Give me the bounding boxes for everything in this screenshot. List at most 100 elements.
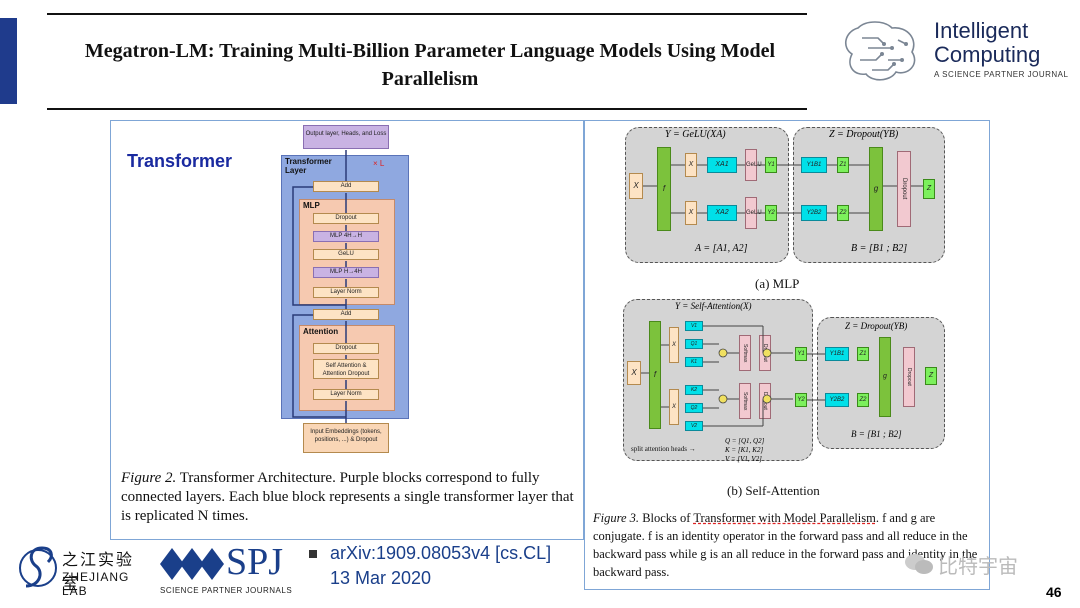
figure2-caption: Figure 2. Transformer Architecture. Purp…: [121, 469, 576, 526]
layer-norm-block-2: Layer Norm: [313, 389, 379, 400]
mlp-f-block: f: [657, 147, 671, 231]
mlp-gelu-1: GeLU: [745, 149, 762, 181]
attn-y2: Y2: [795, 393, 807, 407]
split-heads-label: split attention heads →: [631, 445, 696, 453]
attn-dropout-block: Dropout: [313, 343, 379, 354]
mlp-x2: X: [685, 201, 697, 225]
zhejiang-lab-emblem-icon: [19, 546, 57, 588]
k-eq: K = [K1, K2]: [725, 446, 764, 454]
spj-emblem-icon: [160, 548, 224, 580]
attn-x1: X: [669, 327, 679, 363]
bullet-square: [309, 550, 317, 558]
mlp-xa1: XA1: [707, 157, 737, 173]
mlp-4h-h-block: MLP 4H→H: [313, 231, 379, 242]
transformer-heading: Transformer: [127, 151, 233, 171]
mlp-z1: Z1: [837, 157, 849, 173]
mlp-subcaption: (a) MLP: [755, 276, 800, 291]
watermark-text: 比特宇宙: [938, 556, 1018, 578]
attn-g-block: g: [879, 337, 891, 417]
add-block-top: Add: [313, 181, 379, 192]
mlp-dropout-block: Dropout: [313, 213, 379, 224]
output-layer-block: Output layer, Heads, and Loss: [303, 125, 389, 149]
attn-x2: X: [669, 389, 679, 425]
mlp-x1: X: [685, 153, 697, 177]
add-block-mid: Add: [313, 309, 379, 320]
mlp-xa2: XA2: [707, 205, 737, 221]
intelligent-computing-logo: Intelligent Computing A SCIENCE PARTNER …: [832, 14, 1072, 86]
mlp-h-4h-block: MLP H→4H: [313, 267, 379, 278]
mlp-x-input: X: [629, 173, 643, 199]
logo-line1: Intelligent: [934, 18, 1029, 43]
mlp-y1b1: Y1B1: [801, 157, 827, 173]
mlp-label: MLP: [303, 201, 320, 210]
figure2-panel: Transformer Output layer, Heads, and Los…: [110, 120, 584, 540]
attn-subcaption: (b) Self-Attention: [727, 483, 820, 498]
wechat-icon: [905, 554, 933, 574]
attn-k2: K2: [685, 385, 703, 395]
mlp-gelu-2: GeLU: [745, 197, 762, 229]
mlp-y2: Y2: [765, 205, 777, 221]
mlp-g-block: g: [869, 147, 883, 231]
brain-circuit-icon: [845, 21, 916, 81]
top-rule: [47, 13, 807, 15]
logo-line2: Computing: [934, 42, 1041, 67]
repeat-label: × L: [373, 159, 385, 168]
attn-y1: Y1: [795, 347, 807, 361]
figure2-caption-text: Transformer Architecture. Purple blocks …: [121, 470, 574, 524]
attn-q1: Q1: [685, 339, 703, 349]
attn-z1: Z1: [857, 347, 869, 361]
mlp-z2: Z2: [837, 205, 849, 221]
mlp-y2b2: Y2B2: [801, 205, 827, 221]
mlp-left-box: [625, 127, 789, 263]
zhejiang-lab-en: ZHEJIANG LAB: [62, 570, 130, 598]
mlp-connectors: [643, 164, 923, 214]
watermark: 比特宇宙: [904, 550, 1054, 578]
slide-title: Megatron-LM: Training Multi-Billion Para…: [84, 40, 776, 90]
zhejiang-lab-cn: 之江实验室: [62, 552, 135, 593]
attn-z-eq: Z = Dropout(YB): [845, 321, 908, 331]
spj-text: SPJ: [226, 541, 284, 583]
attn-v1: V1: [685, 321, 703, 331]
figure3-caption-label: Figure 3.: [593, 511, 640, 525]
figure3-caption: Figure 3. Blocks of Transformer with Mod…: [593, 509, 981, 581]
attn-z2: Z2: [857, 393, 869, 407]
figure3-caption-pre: Blocks of: [642, 511, 691, 525]
gelu-block: GeLU: [313, 249, 379, 260]
mlp-z-eq: Z = Dropout(YB): [829, 129, 899, 140]
attn-k1: K1: [685, 357, 703, 367]
attn-q2: Q2: [685, 403, 703, 413]
logo-tagline: A SCIENCE PARTNER JOURNAL: [934, 70, 1069, 79]
page-number: 46: [1046, 584, 1062, 600]
qkv-equations: Q = [Q1, Q2] K = [K1, K2] V = [V1, V2]: [725, 437, 764, 464]
attn-f-block: f: [649, 321, 661, 429]
input-embeddings-block: Input Embeddings (tokens, positions, ...…: [303, 423, 389, 453]
mlp-y-eq: Y = GeLU(XA): [665, 129, 726, 140]
mlp-dropout: Dropout: [897, 151, 911, 227]
attn-x-input: X: [627, 361, 641, 385]
arxiv-date: 13 Mar 2020: [330, 568, 432, 588]
attn-z-output: Z: [925, 367, 937, 385]
attn-v2: V2: [685, 421, 703, 431]
attention-connectors: [641, 325, 825, 427]
q-eq: Q = [Q1, Q2]: [725, 437, 765, 445]
attn-out-dropout: Dropout: [903, 347, 915, 407]
bottom-rule: [47, 108, 807, 110]
attn-b-eq: B = [B1 ; B2]: [851, 429, 902, 439]
arxiv-id: arXiv:1909.08053v4 [cs.CL]: [330, 543, 552, 563]
spj-subtitle: SCIENCE PARTNER JOURNALS: [160, 586, 293, 595]
attn-softmax-2: Softmax: [739, 383, 751, 419]
layer-norm-block-1: Layer Norm: [313, 287, 379, 298]
mlp-b-eq: B = [B1 ; B2]: [851, 243, 908, 254]
spj-logo: SPJ SCIENCE PARTNER JOURNALS: [160, 541, 300, 600]
attention-label: Attention: [303, 327, 339, 336]
mlp-z-output: Z: [923, 179, 935, 199]
figure3-caption-rest: . f and g are conjugate. f is an identit…: [593, 511, 978, 579]
figure3-caption-underlined: Transformer with Model Parallelism: [693, 511, 876, 525]
figure2-connectors: [292, 150, 347, 423]
attn-y1b1: Y1B1: [825, 347, 849, 361]
accent-bar: [0, 18, 17, 104]
mlp-a-eq: A = [A1, A2]: [695, 243, 748, 254]
figure3-panel: Y = GeLU(XA) Z = Dropout(YB) X f X X XA1…: [584, 120, 990, 590]
mlp-y1: Y1: [765, 157, 777, 173]
transformer-layer-label: Transformer Layer: [285, 157, 332, 175]
